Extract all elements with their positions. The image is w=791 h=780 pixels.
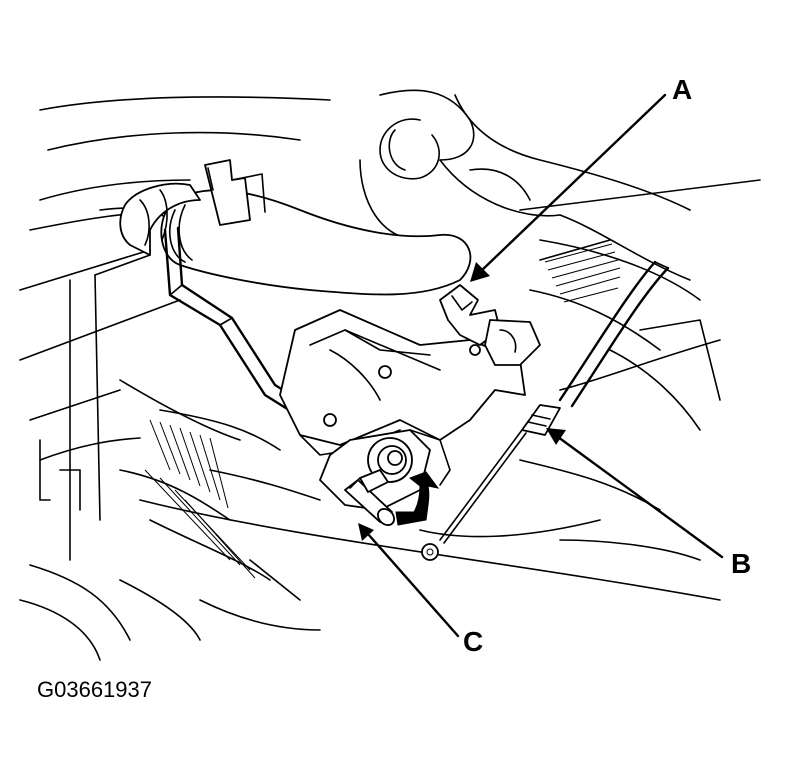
leader-c [366, 532, 460, 638]
figure-code: G03661937 [37, 677, 152, 702]
callout-label-c: C [463, 626, 483, 657]
arrowhead-b-icon [546, 428, 566, 445]
coolant-hose [119, 159, 472, 296]
leader-b [556, 435, 724, 559]
rotation-arrow-icon [395, 471, 440, 526]
leader-a [478, 93, 667, 274]
leader-lines [358, 93, 724, 638]
arrowhead-a-icon [470, 262, 490, 282]
callout-label-a: A [672, 74, 692, 105]
lever-assembly [279, 284, 541, 526]
control-cable [421, 260, 670, 561]
callout-label-b: B [731, 548, 751, 579]
arrowhead-c-icon [358, 523, 374, 541]
